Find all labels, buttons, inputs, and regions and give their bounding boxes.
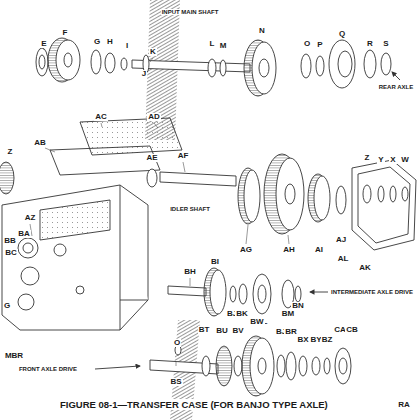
callout-letter: AI xyxy=(314,246,324,254)
callout-letter: M xyxy=(219,42,228,50)
callout-letter: G xyxy=(93,38,101,46)
callout-letter: AF xyxy=(177,152,190,160)
callout-letter: W xyxy=(400,156,410,164)
part-label: FRONT AXLE DRIVE xyxy=(18,366,78,372)
callout-letter: Z xyxy=(7,148,14,156)
callout-letter: BB xyxy=(3,237,17,245)
callout-letter: AC xyxy=(94,113,108,121)
callout-letter: F xyxy=(62,29,69,37)
callout-letter: R xyxy=(366,40,374,48)
callout-letter: AD xyxy=(147,113,161,121)
figure-caption: FIGURE 08-1—TRANSFER CASE (FOR BANJO TYP… xyxy=(60,399,328,410)
callout-letter: BU xyxy=(215,327,229,335)
part-label: INTERMEDIATE AXLE DRIVE xyxy=(330,289,414,295)
callout-letter: AZ xyxy=(24,214,37,222)
callout-letter: BR xyxy=(284,328,298,336)
callout-letter: BN xyxy=(291,302,305,310)
callout-letter: AL xyxy=(337,255,350,263)
callout-letter: J xyxy=(141,70,147,78)
callout-letter: AB xyxy=(33,139,47,147)
callout-letter: BK xyxy=(235,310,249,318)
callout-letter: E xyxy=(40,40,47,48)
callout-letter: BM xyxy=(281,310,295,318)
callout-letter: BA xyxy=(17,230,31,238)
part-label: REAR AXLE xyxy=(378,84,414,90)
callout-letter: AH xyxy=(282,246,296,254)
callout-letter: O xyxy=(303,40,311,48)
callout-letter: Q xyxy=(338,30,346,38)
callout-letter: BS xyxy=(169,378,182,386)
part-label: IDLER SHAFT xyxy=(169,206,211,212)
part-label: INPUT MAIN SHAFT xyxy=(161,9,220,15)
callout-letter: BX xyxy=(296,336,309,344)
callout-letter: I xyxy=(125,42,129,50)
callout-letter: Y xyxy=(377,156,384,164)
callout-letter: BT xyxy=(198,326,211,334)
callout-letter: RA xyxy=(397,401,411,409)
callout-letter: CB xyxy=(345,326,359,334)
callout-letter: BW xyxy=(249,318,264,326)
callout-letter: MBR xyxy=(4,352,24,360)
callout-letter: BZ xyxy=(321,336,334,344)
callout-letter: AG xyxy=(239,246,253,254)
callout-letter: K xyxy=(149,48,157,56)
callout-letter: BC xyxy=(4,249,18,257)
callout-letter: AK xyxy=(358,264,372,272)
callout-letter: O xyxy=(173,339,181,347)
callout-letter: X xyxy=(389,156,396,164)
callout-letter: AJ xyxy=(335,236,347,244)
callout-letter: G xyxy=(3,302,11,310)
callout-letter: Z xyxy=(364,154,371,162)
callout-letter: BI xyxy=(210,258,220,266)
callout-letter: P xyxy=(316,41,323,49)
callout-letter: BV xyxy=(231,327,244,335)
callout-letter: S xyxy=(382,40,389,48)
callout-letter: H xyxy=(106,38,114,46)
callout-letter: N xyxy=(258,27,266,35)
callout-letter: BH xyxy=(183,268,197,276)
callout-letter: L xyxy=(209,40,216,48)
callout-letter: AE xyxy=(145,154,158,162)
